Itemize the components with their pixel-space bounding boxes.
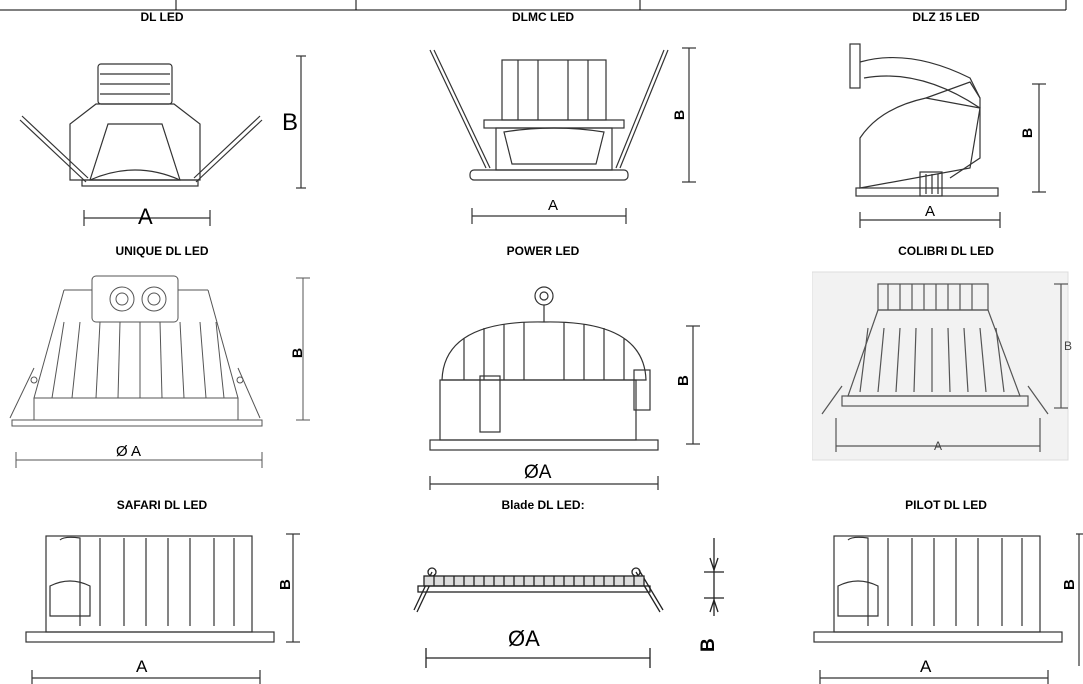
dim-b-label: B [277, 579, 294, 590]
product-title-dlz15-led: DLZ 15 LED [912, 10, 980, 24]
dim-b-label: B [1064, 339, 1072, 353]
unique-dl-led-drawing: B Ø A [9, 275, 310, 468]
dlmc-led-drawing: B A [429, 47, 696, 224]
product-title-dlmc-led: DLMC LED [512, 10, 574, 24]
product-title-blade-dl-led: Blade DL LED: [501, 498, 585, 512]
dlz15-led-drawing: B A [849, 43, 1046, 228]
product-title-power-led: POWER LED [506, 244, 580, 258]
dim-b-label: B [1019, 128, 1035, 138]
pilot-dl-led-drawing: B A [813, 533, 1083, 684]
dim-b-label: B [698, 638, 719, 652]
blade-dl-led-drawing: B ØA [413, 538, 724, 668]
dim-a-label: A [925, 203, 935, 220]
dl-led-drawing: B A [19, 55, 306, 229]
product-title-dl-led: DL LED [140, 10, 184, 24]
dim-a-label: ØA [524, 462, 552, 483]
table-border-lines [0, 0, 1067, 11]
dim-b-label: B [289, 348, 305, 358]
dim-a-label: A [934, 439, 942, 453]
safari-dl-led-drawing: B A [25, 533, 300, 684]
dim-a-label: A [548, 197, 558, 214]
dim-a-label: Ø A [116, 443, 141, 460]
dim-a-label: A [136, 657, 148, 676]
product-title-safari-dl-led: SAFARI DL LED [116, 498, 208, 512]
product-title-colibri-dl-led: COLIBRI DL LED [898, 244, 994, 258]
colibri-dl-led-drawing: B A [812, 271, 1072, 461]
power-led-drawing: B ØA [429, 286, 700, 490]
dim-a-label: A [138, 204, 153, 229]
dim-b-label: B [282, 109, 298, 136]
dim-a-label: ØA [508, 626, 540, 651]
dim-b-label: B [675, 375, 692, 386]
dim-b-label: B [671, 110, 687, 120]
product-title-unique-dl-led: UNIQUE DL LED [115, 244, 209, 258]
dim-a-label: A [920, 657, 932, 676]
product-title-pilot-dl-led: PILOT DL LED [905, 498, 987, 512]
dim-b-label: B [1061, 579, 1078, 590]
